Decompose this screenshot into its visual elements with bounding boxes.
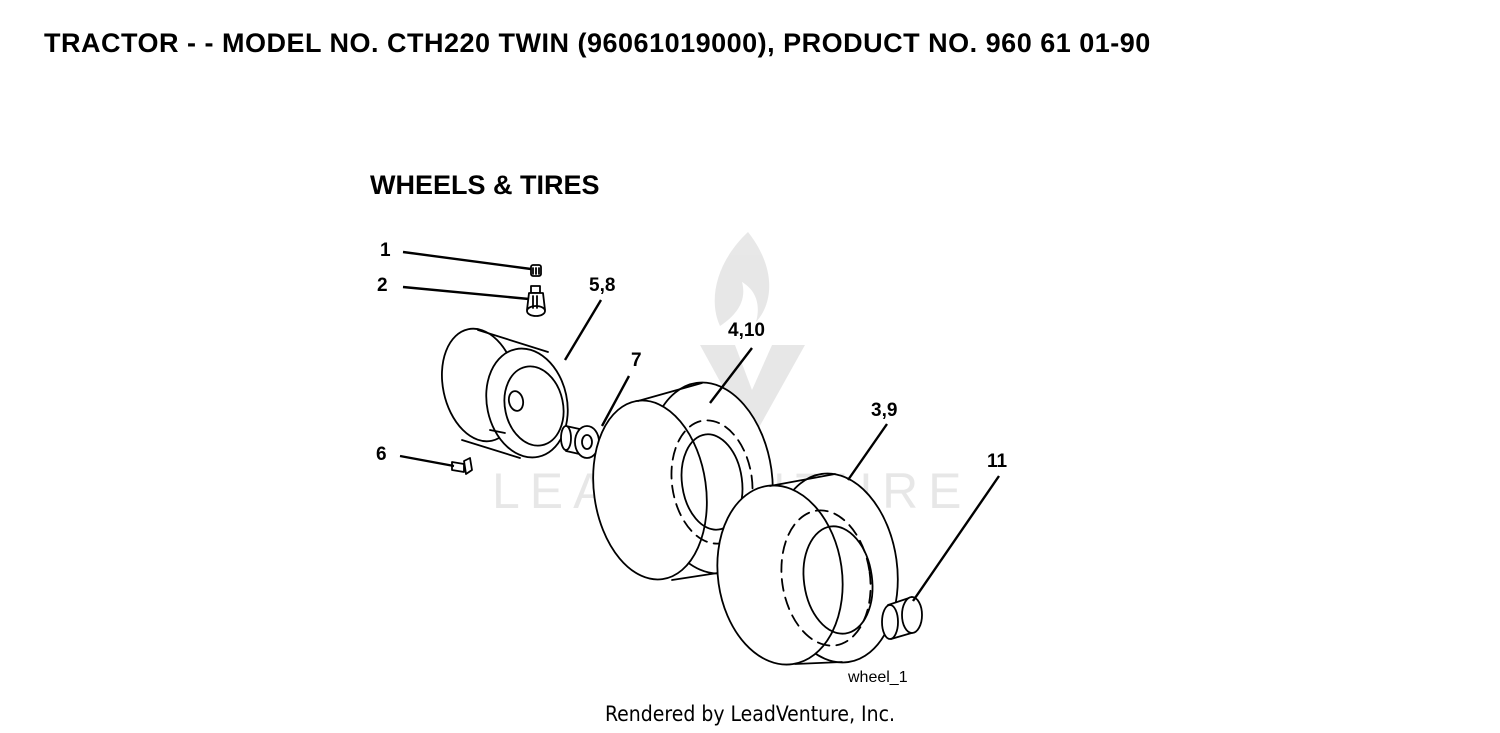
footer-credit: Rendered by LeadVenture, Inc. — [605, 702, 895, 726]
watermark-flame-icon — [714, 232, 770, 326]
callout-3-9: 3,9 — [871, 400, 897, 421]
callout-5-8: 5,8 — [589, 275, 615, 296]
part-hub-cap — [881, 596, 923, 640]
callout-11: 11 — [987, 451, 1008, 472]
part-bushing — [560, 425, 600, 459]
page-title: TRACTOR - - MODEL NO. CTH220 TWIN (96061… — [44, 28, 1151, 58]
callout-2: 2 — [377, 275, 388, 296]
callout-1: 1 — [380, 240, 391, 261]
part-lug-bolt — [451, 457, 473, 475]
figure-id: wheel_1 — [847, 669, 908, 686]
part-rim — [441, 327, 569, 459]
watermark-v-icon — [700, 345, 805, 440]
callout-6: 6 — [376, 444, 387, 465]
part-valve-stem — [526, 285, 546, 317]
part-valve-cap — [530, 264, 542, 277]
section-title: WHEELS & TIRES — [370, 170, 600, 200]
callout-4-10: 4,10 — [728, 320, 765, 341]
part-rear-tire — [716, 472, 899, 666]
leader-lines — [399, 250, 1000, 602]
callout-7: 7 — [631, 350, 642, 371]
